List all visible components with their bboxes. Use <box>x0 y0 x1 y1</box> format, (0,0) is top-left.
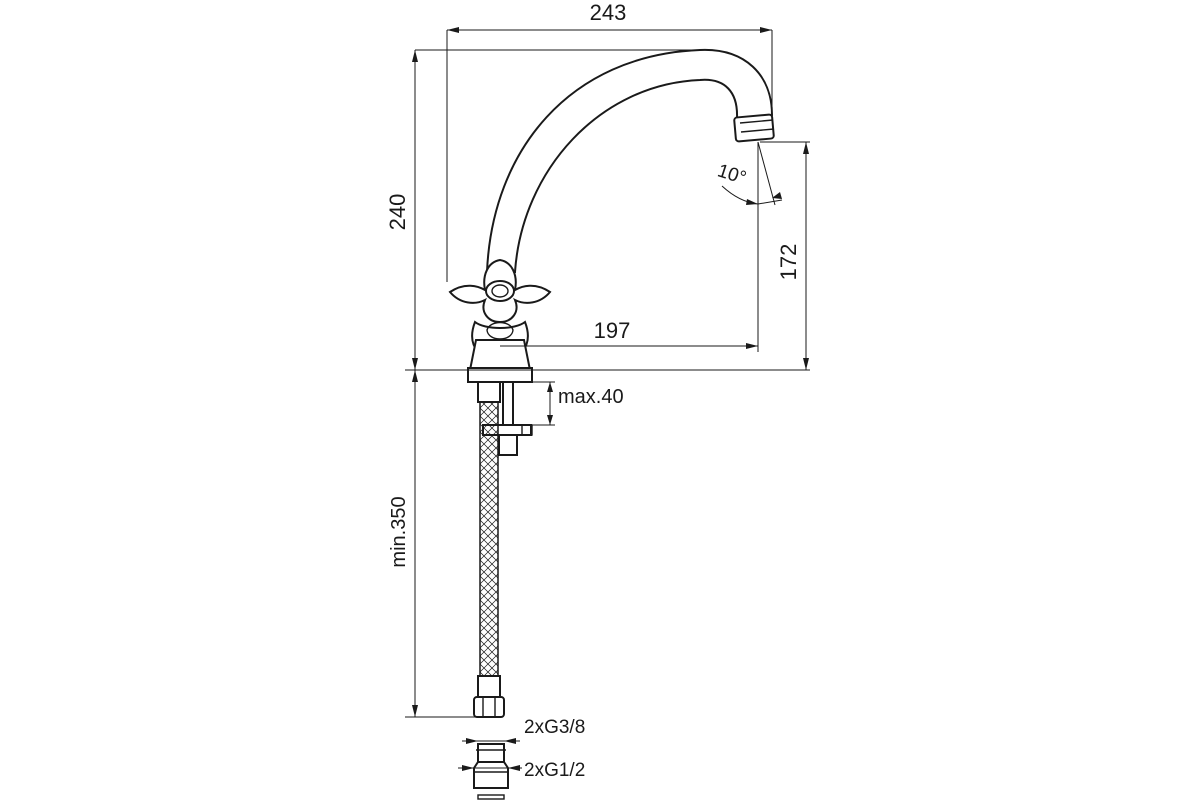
mounting-nut <box>498 434 518 456</box>
handle-cap <box>485 280 515 302</box>
label-hose-length: min.350 <box>388 496 410 567</box>
braided-hose <box>479 384 499 681</box>
faucet-base <box>468 339 532 371</box>
hose-nut <box>473 696 505 718</box>
hose-ferrule-bottom <box>477 675 501 699</box>
dimensions <box>405 27 810 771</box>
faucet <box>448 48 775 800</box>
label-max-thickness: max.40 <box>558 386 624 408</box>
aerator <box>733 113 775 143</box>
adapter-g38 <box>477 743 505 763</box>
label-spout-height: 172 <box>776 244 801 281</box>
label-total-height: 240 <box>385 194 410 231</box>
label-thread-small: 2xG3/8 <box>524 717 585 738</box>
labels: 243 240 197 172 10° max.40 min.350 2xG3/… <box>385 0 801 781</box>
adapter-g12 <box>473 761 509 789</box>
adapter-washer <box>477 794 505 800</box>
label-tilt-angle: 10° <box>715 160 749 189</box>
hose-ferrule-top <box>477 381 501 403</box>
label-thread-large: 2xG1/2 <box>524 760 585 781</box>
label-total-width: 243 <box>590 0 627 25</box>
label-spout-reach: 197 <box>594 318 631 343</box>
spout <box>485 48 774 273</box>
